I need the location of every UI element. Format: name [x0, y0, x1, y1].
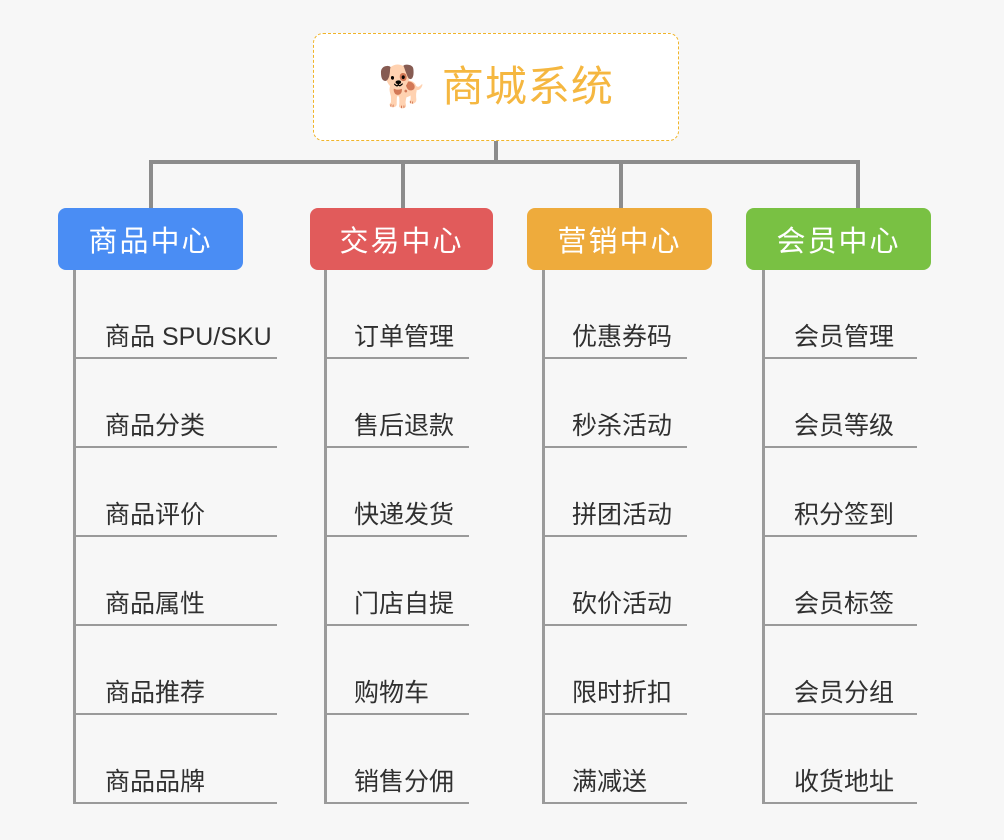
column-header-member-center[interactable]: 会员中心: [746, 208, 931, 270]
column-spine-product-center: [73, 270, 76, 804]
leaf-item-label: 商品品牌: [105, 768, 206, 796]
connector-root-stem: [494, 141, 498, 163]
leaf-item-label: 会员等级: [794, 412, 895, 440]
column-trade-center: 交易中心订单管理售后退款快递发货门店自提购物车销售分佣: [310, 208, 493, 804]
leaf-item[interactable]: 限时折扣: [542, 626, 687, 715]
leaf-item-label: 商品分类: [105, 412, 206, 440]
leaf-item[interactable]: 购物车: [324, 626, 469, 715]
column-header-product-center[interactable]: 商品中心: [58, 208, 243, 270]
leaf-item[interactable]: 商品属性: [73, 537, 277, 626]
leaf-item-label: 秒杀活动: [572, 412, 673, 440]
leaf-item[interactable]: 商品分类: [73, 359, 277, 448]
leaf-item-label: 售后退款: [354, 412, 455, 440]
leaf-item-label: 门店自提: [354, 590, 455, 618]
connector-drop-3: [619, 160, 623, 209]
connector-drop-1: [149, 160, 153, 209]
leaf-item-label: 购物车: [354, 679, 430, 707]
leaf-item[interactable]: 积分签到: [762, 448, 917, 537]
leaf-item[interactable]: 拼团活动: [542, 448, 687, 537]
leaf-item-label: 会员分组: [794, 679, 895, 707]
column-spine-marketing-center: [542, 270, 545, 804]
leaf-item[interactable]: 秒杀活动: [542, 359, 687, 448]
leaf-item-label: 会员管理: [794, 323, 895, 351]
leaf-item-label: 会员标签: [794, 590, 895, 618]
leaf-item-label: 商品推荐: [105, 679, 206, 707]
leaf-item[interactable]: 门店自提: [324, 537, 469, 626]
leaf-item[interactable]: 收货地址: [762, 715, 917, 804]
leaf-item-label: 满减送: [572, 768, 648, 796]
leaf-item-label: 限时折扣: [572, 679, 673, 707]
column-items-member-center: 会员管理会员等级积分签到会员标签会员分组收货地址: [746, 270, 931, 804]
connector-drop-2: [401, 160, 405, 209]
connector-drop-4: [856, 160, 860, 209]
leaf-item[interactable]: 会员等级: [762, 359, 917, 448]
leaf-item-label: 快递发货: [354, 501, 455, 529]
root-node-title: 商城系统: [441, 63, 614, 110]
column-items-product-center: 商品 SPU/SKU 商品分类商品评价商品属性商品推荐商品品牌: [58, 270, 277, 804]
leaf-item[interactable]: 优惠券码: [542, 270, 687, 359]
leaf-item[interactable]: 商品评价: [73, 448, 277, 537]
leaf-item-label: 优惠券码: [572, 323, 673, 351]
leaf-item[interactable]: 商品推荐: [73, 626, 277, 715]
leaf-item-label: 砍价活动: [572, 590, 673, 618]
column-items-trade-center: 订单管理售后退款快递发货门店自提购物车销售分佣: [310, 270, 493, 804]
shiba-dog-icon: 🐕: [378, 65, 428, 109]
column-marketing-center: 营销中心优惠券码秒杀活动拼团活动砍价活动限时折扣满减送: [527, 208, 712, 804]
leaf-item[interactable]: 砍价活动: [542, 537, 687, 626]
column-items-marketing-center: 优惠券码秒杀活动拼团活动砍价活动限时折扣满减送: [527, 270, 712, 804]
leaf-item-label: 订单管理: [354, 323, 455, 351]
leaf-item[interactable]: 会员标签: [762, 537, 917, 626]
connector-horizontal-bus: [149, 160, 859, 164]
leaf-item[interactable]: 商品品牌: [73, 715, 277, 804]
leaf-item[interactable]: 销售分佣: [324, 715, 469, 804]
leaf-item[interactable]: 商品 SPU/SKU: [73, 270, 277, 359]
root-node-shop-system[interactable]: 🐕 商城系统: [313, 33, 679, 141]
column-spine-trade-center: [324, 270, 327, 804]
leaf-item[interactable]: 会员管理: [762, 270, 917, 359]
leaf-item-label: 商品 SPU/SKU: [105, 323, 272, 351]
leaf-item-label: 拼团活动: [572, 501, 673, 529]
column-header-marketing-center[interactable]: 营销中心: [527, 208, 712, 270]
leaf-item[interactable]: 满减送: [542, 715, 687, 804]
leaf-item-label: 销售分佣: [354, 768, 455, 796]
leaf-item[interactable]: 售后退款: [324, 359, 469, 448]
leaf-item[interactable]: 快递发货: [324, 448, 469, 537]
column-header-trade-center[interactable]: 交易中心: [310, 208, 493, 270]
column-product-center: 商品中心商品 SPU/SKU 商品分类商品评价商品属性商品推荐商品品牌: [58, 208, 277, 804]
leaf-item[interactable]: 订单管理: [324, 270, 469, 359]
leaf-item-label: 收货地址: [794, 768, 895, 796]
leaf-item-label: 商品属性: [105, 590, 206, 618]
column-spine-member-center: [762, 270, 765, 804]
leaf-item-label: 商品评价: [105, 501, 206, 529]
leaf-item[interactable]: 会员分组: [762, 626, 917, 715]
column-member-center: 会员中心会员管理会员等级积分签到会员标签会员分组收货地址: [746, 208, 931, 804]
leaf-item-label: 积分签到: [794, 501, 895, 529]
